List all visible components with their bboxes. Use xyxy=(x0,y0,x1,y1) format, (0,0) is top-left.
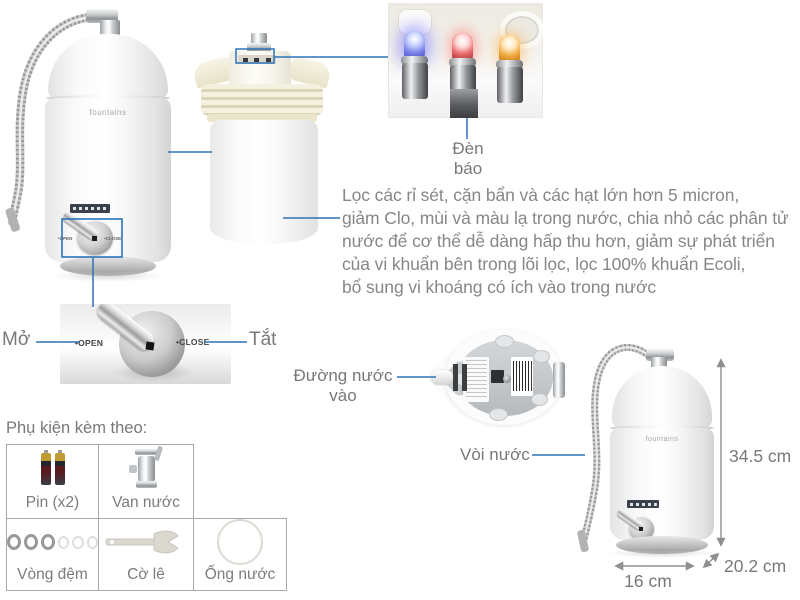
device-dome-top xyxy=(48,34,168,98)
description-line: của vi khuẩn bên trong lõi lọc, lọc 100%… xyxy=(342,254,746,274)
device-base xyxy=(60,256,156,276)
brand-logo-2: fountains xyxy=(645,436,679,443)
inlet-slots xyxy=(453,364,469,391)
rubber-foot xyxy=(533,350,550,363)
battery-icon xyxy=(7,445,98,493)
cartridge-collar-ribs xyxy=(201,84,323,116)
accessory-cell-tube: Ống nước xyxy=(193,518,287,591)
barcode-sticker xyxy=(511,357,533,396)
close-marking: •CLOSE xyxy=(176,337,210,347)
faucet-label: Vòi nước xyxy=(460,445,530,464)
water-inlet-label: Đường nước vào xyxy=(293,366,393,405)
accessory-cell-valve: Van nước xyxy=(98,444,194,519)
rubber-foot xyxy=(495,335,514,348)
valve-center xyxy=(92,236,97,241)
device2-base xyxy=(616,536,708,554)
device2-shadow xyxy=(606,548,716,558)
cartridge-led-panel xyxy=(238,55,276,64)
description-text: Lọc các rỉ sét, cặn bẩn và các hạt lớn h… xyxy=(342,184,789,299)
depth-dimension-arrow xyxy=(702,552,720,569)
accessory-cell-batteries: Pin (x2) xyxy=(6,444,99,519)
valve-closeup-center xyxy=(145,341,155,351)
width-dimension: 16 cm xyxy=(624,571,672,591)
panel-notch xyxy=(450,89,478,118)
close-marking-small: •CLOSE xyxy=(104,236,122,241)
hose-tip-2 xyxy=(577,529,589,553)
wrench-icon xyxy=(99,519,193,565)
hose-tip xyxy=(5,207,20,232)
certification-label xyxy=(70,204,110,213)
washer-rings-icon xyxy=(7,519,98,565)
description-line: nước để cơ thể dễ dàng hấp thu hơn, giảm… xyxy=(342,231,775,251)
description-line: giảm Clo, mùi và màu lạ trong nước, chia… xyxy=(342,208,789,228)
device2-body xyxy=(610,428,714,540)
accessory-label: Van nước xyxy=(112,494,180,511)
height-dimension: 34.5 cm xyxy=(729,446,792,466)
underside-view-photo xyxy=(425,330,565,428)
open-marking: •OPEN xyxy=(75,338,104,348)
accessory-label: Cờ lê xyxy=(127,566,165,583)
water-inlet-tube xyxy=(431,370,453,385)
cartridge-bolt xyxy=(251,33,267,44)
valve-closeup-photo: •OPEN •CLOSE xyxy=(60,304,231,384)
water-valve-icon xyxy=(99,445,193,493)
accessory-cell-washers: Vòng đệm xyxy=(6,518,99,591)
description-line: Lọc các rỉ sét, cặn bẩn và các hạt lớn h… xyxy=(342,185,740,205)
certification-label-2 xyxy=(627,500,659,508)
open-label: Mở xyxy=(2,329,31,350)
water-tube-icon xyxy=(194,519,286,565)
accessory-cell-wrench: Cờ lê xyxy=(98,518,194,591)
cartridge-cylinder xyxy=(210,120,318,244)
cartridge-neck-ring xyxy=(207,114,317,122)
depth-dimension: 20.2 cm xyxy=(724,556,787,576)
brand-logo: fountains xyxy=(89,108,127,117)
accessory-label: Pin (x2) xyxy=(25,494,80,511)
center-screw xyxy=(503,375,511,383)
indicator-lights-photo xyxy=(388,3,543,118)
accessory-label: Ống nước xyxy=(204,566,276,583)
valve-center-2 xyxy=(639,527,643,531)
accessory-label: Vòng đệm xyxy=(17,566,88,583)
cartridge-nut xyxy=(247,43,271,52)
description-line: bổ sung vi khoáng có ích vào trong nước xyxy=(342,277,657,297)
accessories-heading: Phụ kiện kèm theo: xyxy=(6,419,148,437)
device-shadow xyxy=(50,270,166,282)
rubber-foot xyxy=(531,393,548,406)
hose-elbow-fitting xyxy=(86,9,118,23)
spec-sticker xyxy=(463,357,489,402)
open-marking-small: •OPEN xyxy=(58,236,73,241)
side-fitting xyxy=(553,362,565,398)
device2-dome-top xyxy=(612,366,712,428)
plastic-ring-cap xyxy=(500,11,543,49)
indicator-light-label: Đèn báo xyxy=(452,139,484,178)
plastic-cap xyxy=(398,9,432,35)
inlet-port xyxy=(491,370,504,383)
rubber-foot xyxy=(489,408,508,421)
close-label: Tắt xyxy=(249,329,277,350)
